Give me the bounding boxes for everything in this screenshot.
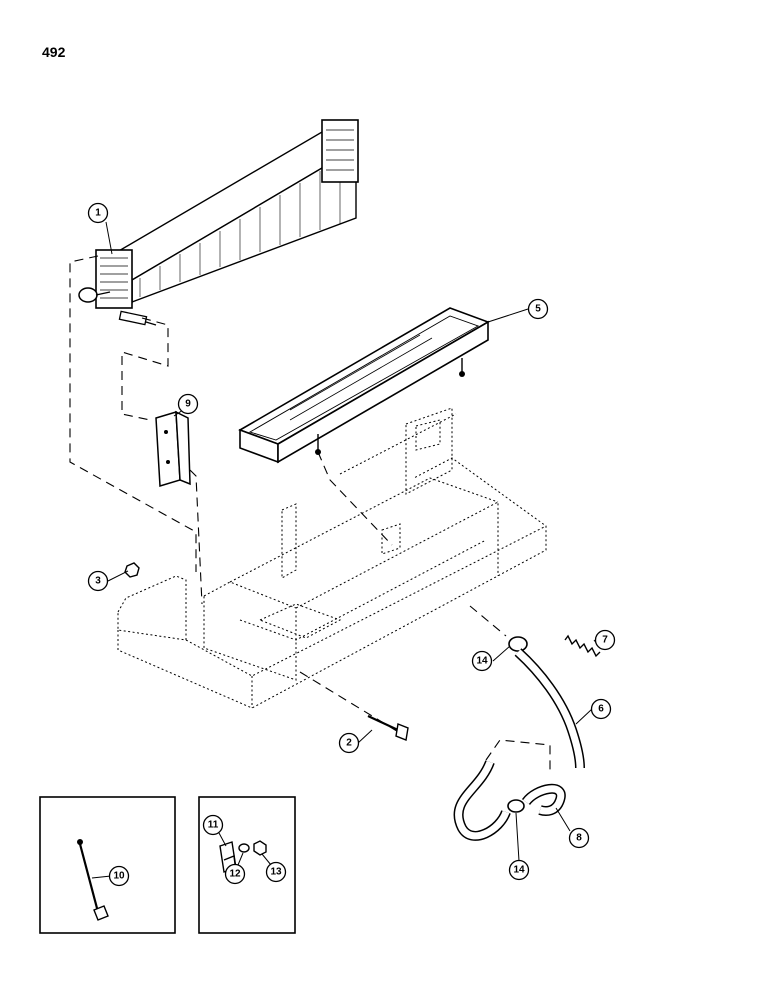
inset-box bbox=[39, 796, 176, 934]
callout-6: 6 bbox=[590, 698, 612, 720]
phantom-line bbox=[317, 451, 393, 546]
phantom-line bbox=[485, 739, 551, 770]
spring bbox=[564, 634, 601, 658]
bracket bbox=[155, 410, 191, 487]
phantom-line bbox=[69, 255, 197, 572]
svg-text:12: 12 bbox=[229, 869, 241, 880]
callout-11: 11 bbox=[202, 814, 224, 836]
page-number: 492 bbox=[42, 44, 66, 60]
svg-text:6: 6 bbox=[598, 704, 604, 715]
hose-clamp bbox=[507, 799, 525, 813]
nut bbox=[124, 562, 140, 578]
callout-14: 14 bbox=[508, 859, 530, 881]
callout-1: 1 bbox=[87, 202, 109, 224]
svg-text:13: 13 bbox=[270, 867, 282, 878]
phantom-line bbox=[469, 605, 507, 637]
frame bbox=[117, 407, 547, 709]
callout-7: 7 bbox=[594, 629, 616, 651]
cooler-core bbox=[78, 119, 359, 326]
phantom-line bbox=[121, 317, 169, 421]
svg-text:10: 10 bbox=[113, 871, 125, 882]
svg-text:9: 9 bbox=[185, 399, 191, 410]
svg-text:7: 7 bbox=[602, 635, 608, 646]
callout-2: 2 bbox=[338, 732, 360, 754]
svg-text:14: 14 bbox=[476, 656, 488, 667]
phantom-line bbox=[189, 469, 203, 605]
washer bbox=[238, 843, 250, 853]
callout-12: 12 bbox=[224, 863, 246, 885]
svg-text:14: 14 bbox=[513, 865, 525, 876]
callout-9: 9 bbox=[177, 393, 199, 415]
callout-13: 13 bbox=[265, 861, 287, 883]
svg-text:2: 2 bbox=[346, 738, 352, 749]
svg-text:11: 11 bbox=[208, 820, 219, 831]
bolt bbox=[367, 715, 409, 741]
leader-lines bbox=[91, 221, 601, 879]
svg-text:1: 1 bbox=[95, 208, 101, 219]
callout-14: 14 bbox=[471, 650, 493, 672]
svg-text:3: 3 bbox=[95, 576, 101, 587]
hose-clamp bbox=[508, 636, 528, 652]
svg-text:5: 5 bbox=[535, 304, 541, 315]
callout-8: 8 bbox=[568, 827, 590, 849]
hose bbox=[514, 648, 585, 769]
callout-3: 3 bbox=[87, 570, 109, 592]
nut bbox=[253, 840, 267, 856]
callout-5: 5 bbox=[527, 298, 549, 320]
svg-text:8: 8 bbox=[576, 833, 582, 844]
callout-10: 10 bbox=[108, 865, 130, 887]
bolt-inset bbox=[77, 839, 109, 921]
tray bbox=[238, 307, 490, 464]
